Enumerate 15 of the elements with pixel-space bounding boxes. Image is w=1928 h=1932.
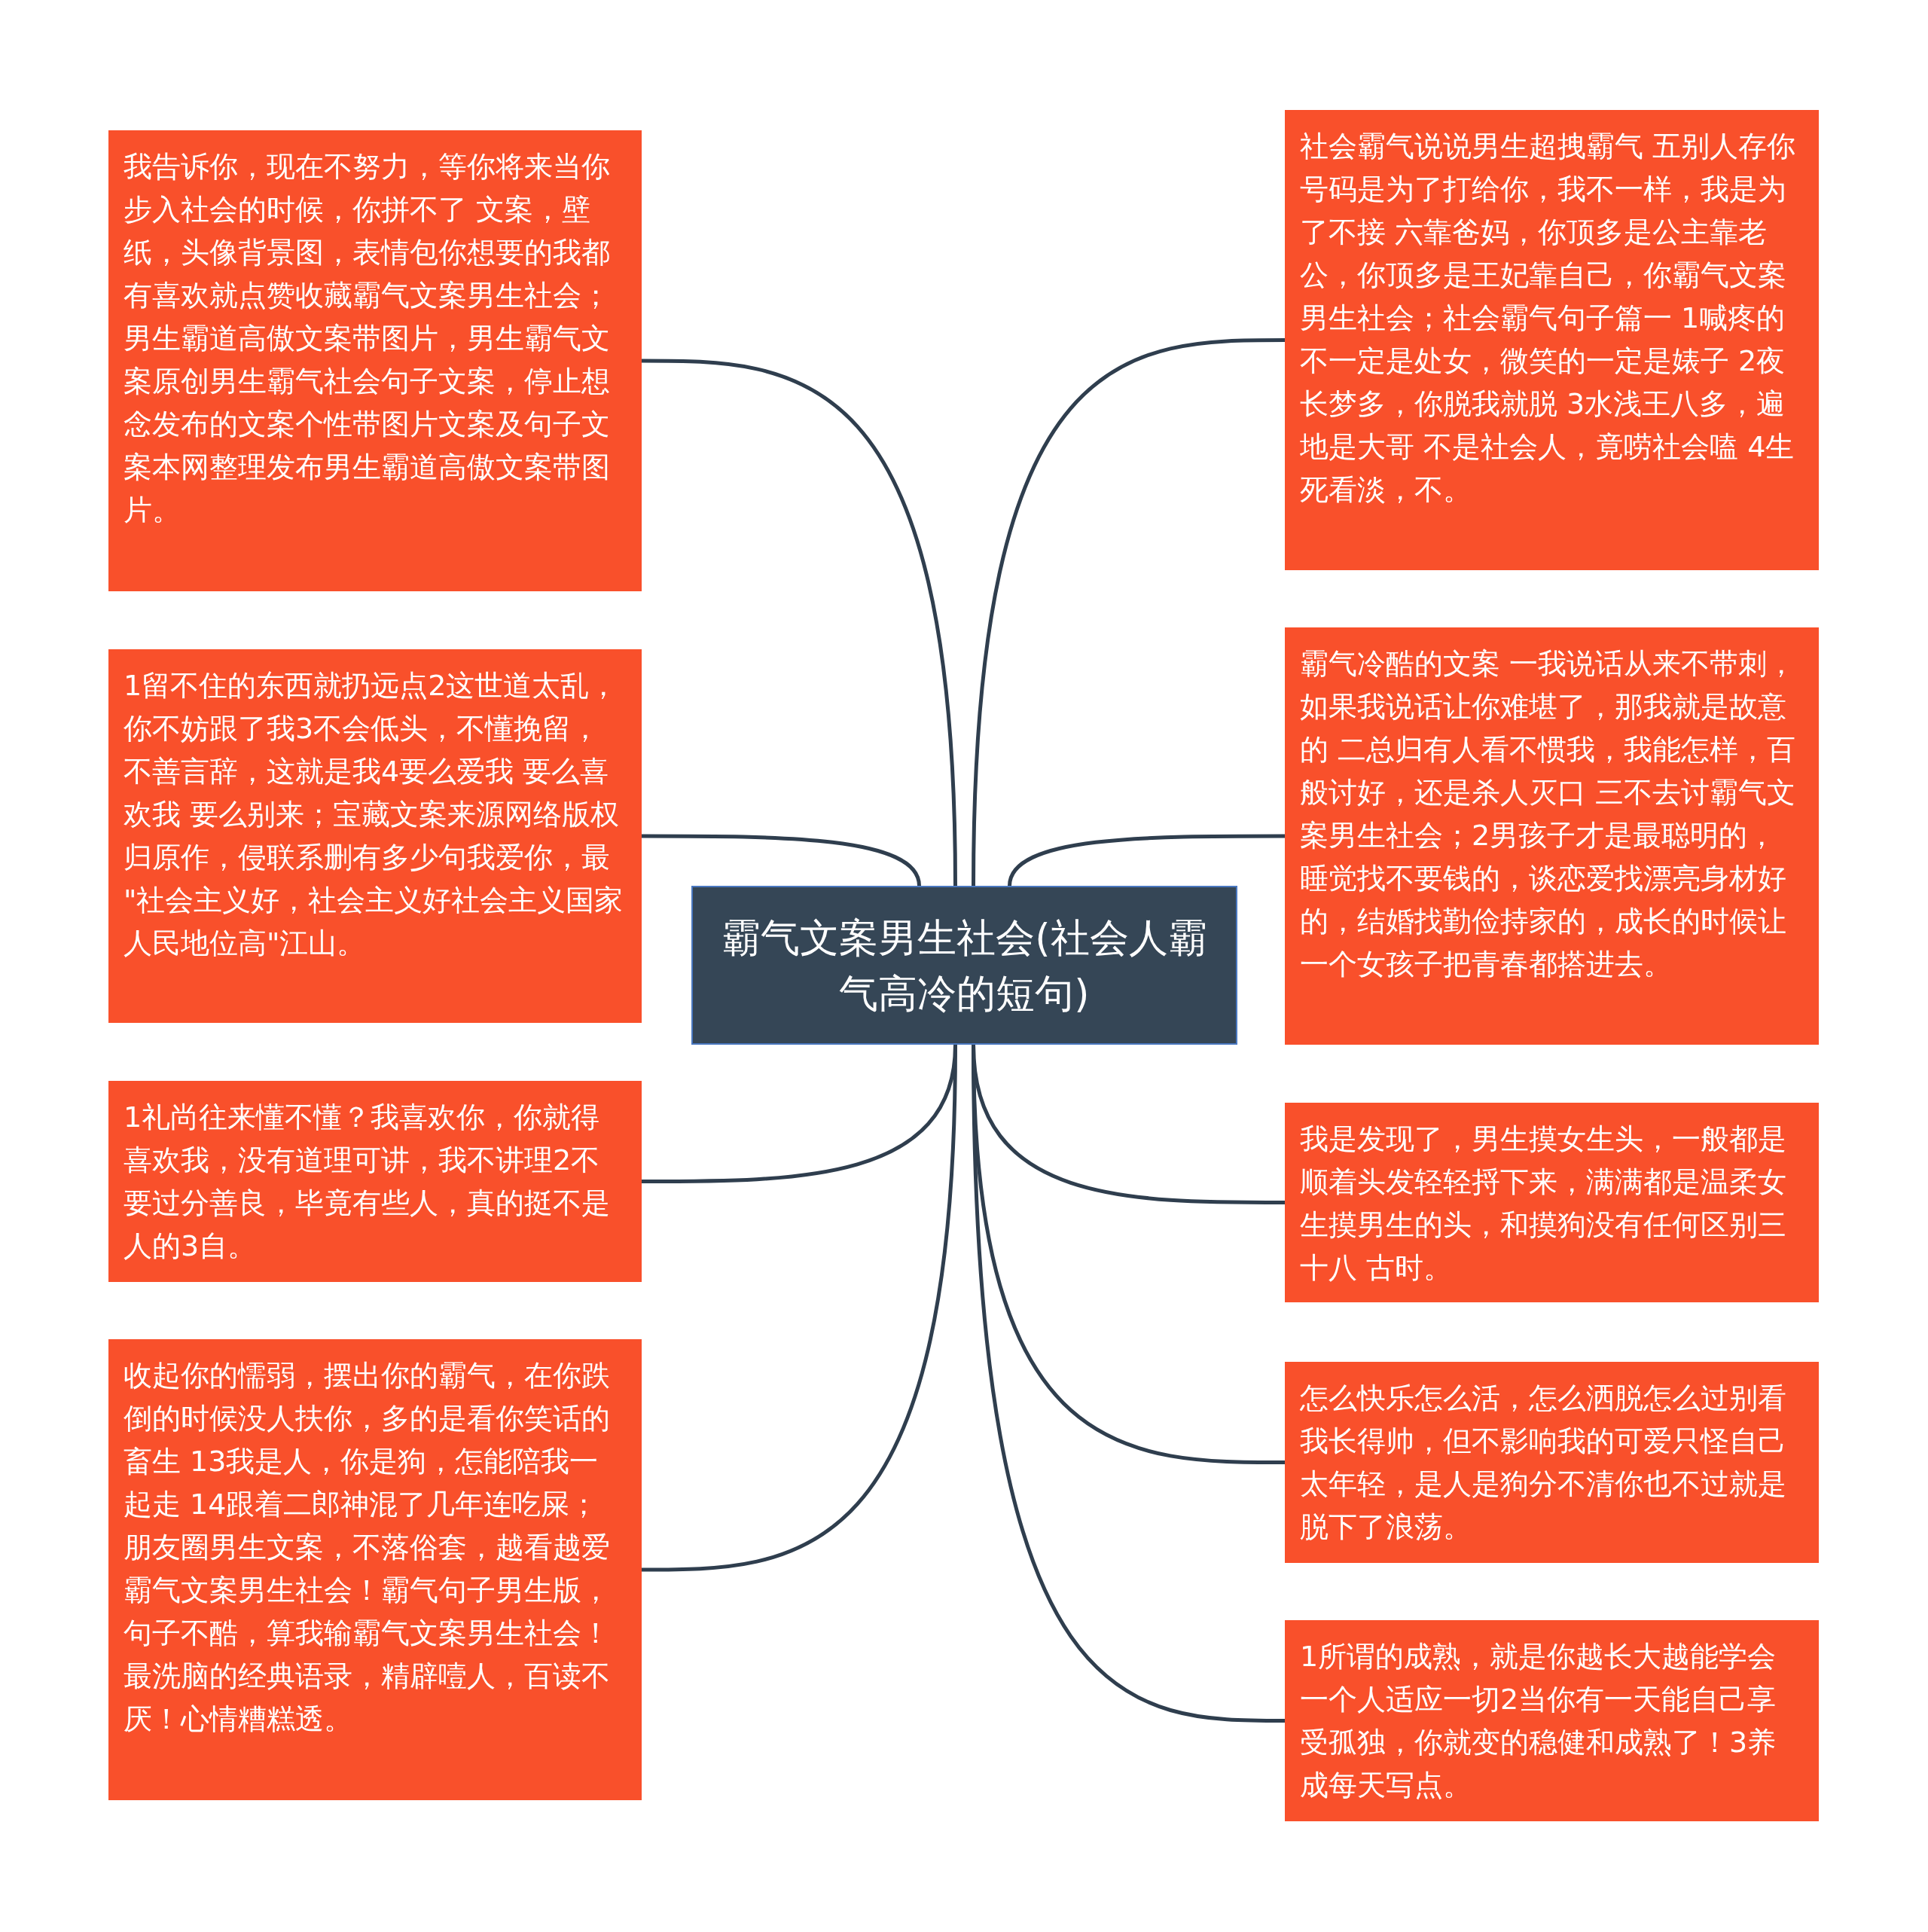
connector-line <box>642 834 921 887</box>
text-box: 霸气冷酷的文案 一我说话从来不带刺，如果我说话让你难堪了，那我就是故意的 二总归有人看不惯我，我能怎样，百般讨好，还是杀人灭口 三不去讨霸气文案男生社会；2男孩子才是最聪明的，睡觉找不要钱的，谈恋爱找漂亮身材好的，结婚找勤俭持家的，成长的时候让一个女孩子把青春都搭进去。 <box>1285 627 1819 1045</box>
text-box: 社会霸气说说男生超拽霸气 五别人存你号码是为了打给你，我不一样，我是为了不接 六靠爸妈，你顶多是公主靠老公，你顶多是王妃靠自己，你霸气文案男生社会；社会霸气句子篇一 1喊疼的不一定是处女，微笑的一定是婊子 2夜长梦多，你脱我就脱 3水浅王八多，遍地是大哥 不是社会人，竟唠社会嗑 4生死看淡，不。 <box>1285 110 1819 570</box>
text-box: 1留不住的东西就扔远点2这世道太乱，你不妨跟了我3不会低头，不懂挽留，不善言辞，这就是我4要么爱我 要么喜欢我 要么别来；宝藏文案来源网络版权归原作，侵联系删有多少句我爱你，最 "社会主义好，社会主义好社会主义国家人民地位高"江山。 <box>108 649 642 1023</box>
connector-line <box>641 1044 957 1572</box>
text-box: 怎么快乐怎么活，怎么洒脱怎么过别看我长得帅，但不影响我的可爱只怪自己太年轻，是人是狗分不清你也不过就是脱下了浪荡。 <box>1285 1362 1819 1563</box>
connector-line <box>972 338 1285 887</box>
connector-line <box>1008 834 1285 887</box>
text-box: 我告诉你，现在不努力，等你将来当你步入社会的时候，你拼不了 文案，壁纸，头像背景图，表情包你想要的我都有喜欢就点赞收藏霸气文案男生社会；男生霸道高傲文案带图片，男生霸气文案原创男生霸气社会句子文案，停止想念发布的文案个性带图片文案及句子文案本网整理发布男生霸道高傲文案带图片。 <box>108 130 642 591</box>
text-box: 1所谓的成熟，就是你越长大越能学会一个人适应一切2当你有一天能自己享受孤独，你就变的稳健和成熟了！3养成每天写点。 <box>1285 1620 1819 1821</box>
connector-line <box>641 359 957 887</box>
topic-box: 霸气文案男生社会(社会人霸气高冷的短句) <box>691 886 1237 1045</box>
text-box: 收起你的懦弱，摆出你的霸气，在你跌倒的时候没人扶你，多的是看你笑话的畜生 13我是人，你是狗，怎能陪我一起走 14跟着二郎神混了几年连吃屎；朋友圈男生文案，不落俗套，越看越爱霸气文案男生社会！霸气句子男生版，句子不酷，算我输霸气文案男生社会！最洗脑的经典语录，精辟噎人，百读不厌！心情糟糕透。 <box>108 1339 642 1800</box>
text-box: 我是发现了，男生摸女生头，一般都是顺着头发轻轻捋下来，满满都是温柔女生摸男生的头，和摸狗没有任何区别三十八 古时。 <box>1285 1103 1819 1302</box>
text-box: 1礼尚往来懂不懂？我喜欢你，你就得喜欢我，没有道理可讲，我不讲理2不要过分善良，毕竟有些人，真的挺不是人的3自。 <box>108 1081 642 1282</box>
